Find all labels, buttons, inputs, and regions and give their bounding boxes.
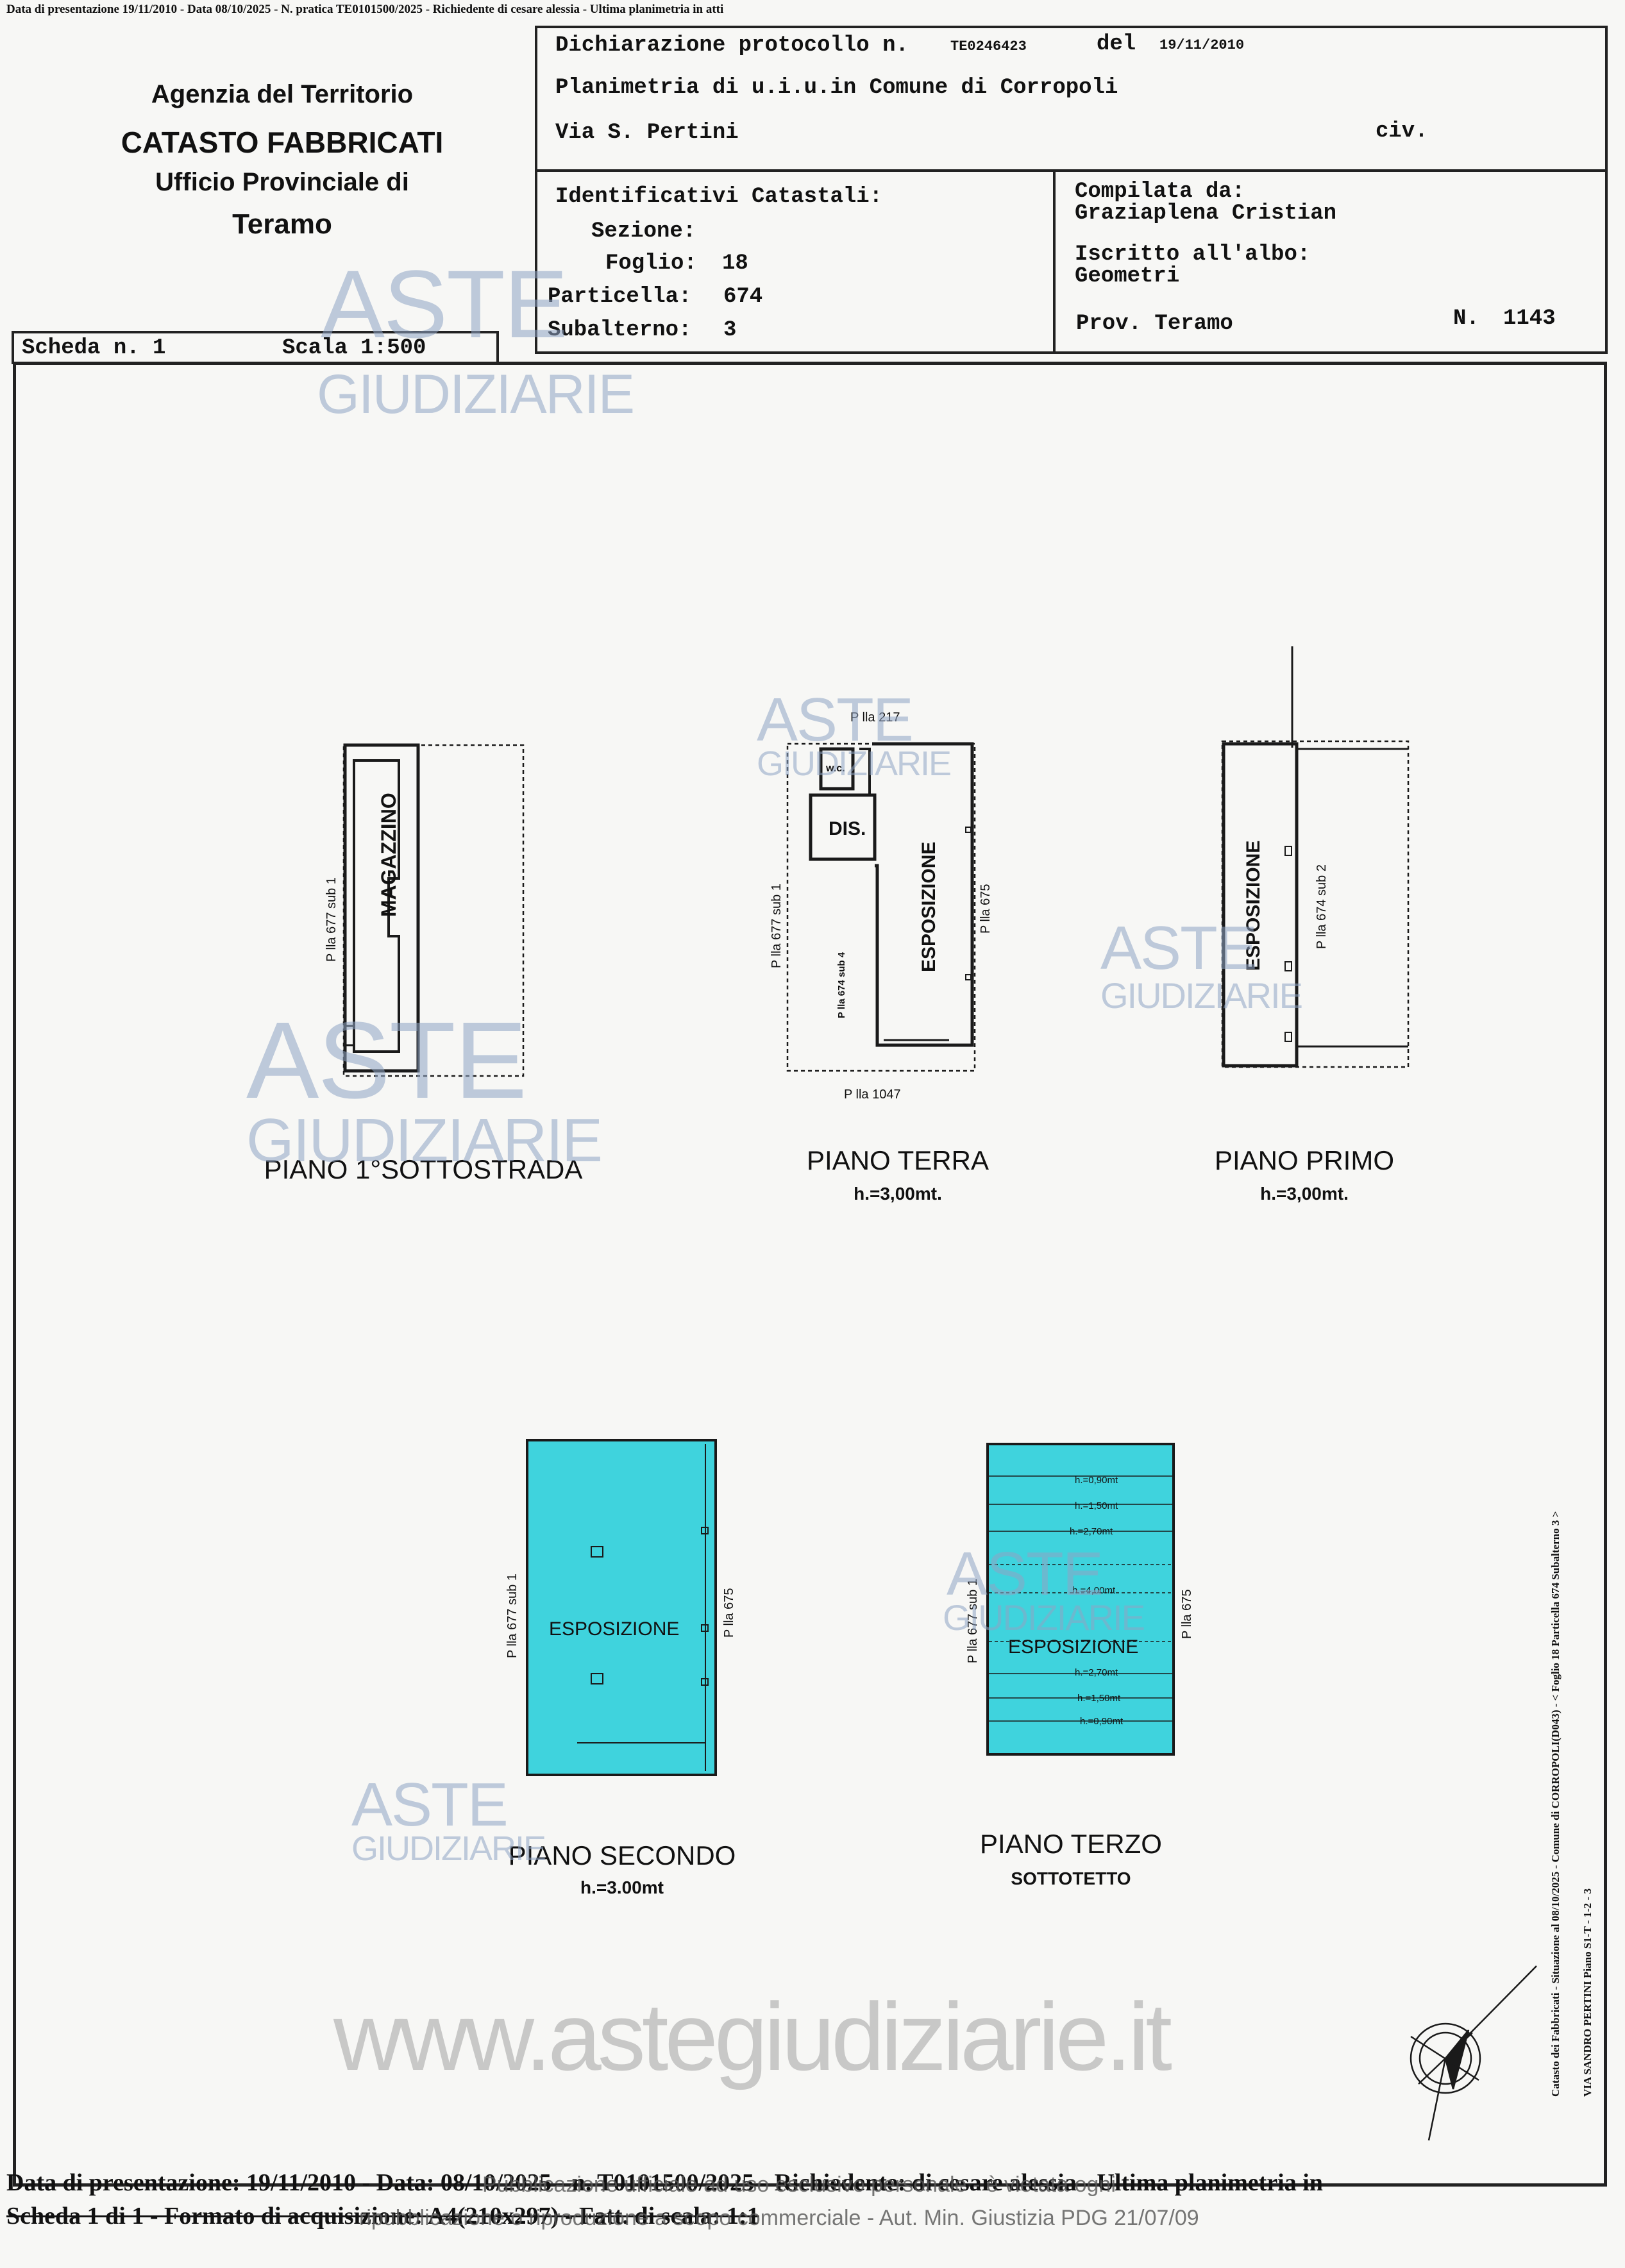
terra-dis: DIS. — [829, 818, 866, 839]
primo-title: PIANO PRIMO — [1214, 1145, 1395, 1175]
terzo-room: ESPOSIZIONE — [1008, 1636, 1139, 1658]
watermark-giudiziarie-5: GIUDIZIARIE — [351, 1829, 546, 1868]
secondo-left-label: P lla 677 sub 1 — [505, 1574, 519, 1658]
terra-top-label: P lla 217 — [850, 710, 900, 725]
sottostrada-room: MAGAZZINO — [377, 793, 400, 917]
terzo-subtitle: SOTTOTETTO — [1011, 1869, 1131, 1888]
protocol-number: TE0246423 — [950, 38, 1027, 55]
plan-terra — [786, 742, 976, 1072]
iscritto-value: Geometri — [1075, 264, 1180, 289]
plan-sottostrada — [342, 743, 525, 1077]
subalterno-value: 3 — [723, 318, 737, 342]
secondo-right-label: P lla 675 — [722, 1588, 736, 1638]
agency-name: Agenzia del Territorio — [151, 80, 414, 108]
prov-label: Prov. Teramo — [1076, 312, 1233, 336]
terzo-height-4: h.=4,00mt — [1072, 1585, 1116, 1596]
terra-inner-label: P lla 674 sub 4 — [836, 952, 847, 1018]
terra-left-label: P lla 677 sub 1 — [770, 884, 784, 968]
secondo-height: h.=3.00mt — [580, 1877, 664, 1897]
n-value: 1143 — [1503, 307, 1556, 331]
terra-right-label: P lla 675 — [979, 884, 993, 934]
terzo-height-7: h.=0,90mt — [1080, 1716, 1124, 1727]
agency-catasto: CATASTO FABBRICATI — [121, 126, 444, 159]
compilata-name: Graziaplena Cristian — [1075, 201, 1337, 226]
agency-office: Ufficio Provinciale di — [155, 168, 409, 196]
particella-label: Particella: — [548, 285, 692, 309]
foglio-value: 18 — [722, 251, 748, 276]
terra-room: ESPOSIZIONE — [918, 841, 939, 972]
terzo-height-3: h.=2,70mt — [1070, 1526, 1113, 1537]
watermark-website: www.astegiudiziarie.it — [333, 1983, 1172, 2090]
compass-icon — [1410, 1965, 1537, 2141]
dichiarazione-label: Dichiarazione protocollo n. — [555, 33, 909, 58]
scala-label: Scala 1:500 — [282, 336, 426, 360]
foglio-label: Foglio: — [605, 251, 697, 276]
subalterno-label: Subalterno: — [548, 318, 692, 342]
civ-label: civ. — [1376, 119, 1428, 144]
terzo-height-2: h.=1,50mt — [1075, 1500, 1118, 1511]
watermark-giudiziarie-4: GIUDIZIARIE — [1100, 975, 1303, 1016]
watermark-aste-5: ASTE — [351, 1770, 509, 1839]
planimetria-line: Planimetria di u.i.u.in Comune di Corrop… — [555, 76, 1118, 100]
del-label: del — [1097, 32, 1136, 56]
footer-line-1: Data di presentazione: 19/11/2010 - Data… — [6, 2169, 1323, 2196]
del-date: 19/11/2010 — [1159, 37, 1245, 53]
secondo-room: ESPOSIZIONE — [549, 1618, 680, 1640]
scheda-label: Scheda n. 1 — [22, 336, 166, 360]
watermark-giudiziarie-6: GIUDIZIARIE — [943, 1597, 1145, 1638]
primo-right-label: P lla 674 sub 2 — [1315, 864, 1329, 949]
primo-height: h.=3,00mt. — [1260, 1184, 1349, 1204]
compilata-label: Compilata da: — [1075, 180, 1245, 204]
top-info-line: Data di presentazione 19/11/2010 - Data … — [6, 3, 724, 16]
terra-bottom-label: P lla 1047 — [844, 1088, 901, 1102]
terra-wc: w.c. — [826, 763, 845, 774]
watermark-aste-4: ASTE — [1100, 914, 1258, 982]
address-line: Via S. Pertini — [555, 121, 739, 145]
watermark-giudiziarie-1: GIUDIZIARIE — [317, 364, 635, 425]
identificativi-label: Identificativi Catastali: — [555, 185, 883, 209]
side-address-text: VIA SANDRO PERTINI Piano S1-T - 1-2 - 3 — [1581, 1888, 1594, 2097]
sottostrada-title: PIANO 1°SOTTOSTRADA — [264, 1154, 583, 1184]
terzo-height-6: h.=1,50mt — [1077, 1693, 1121, 1704]
sottostrada-left-label: P lla 677 sub 1 — [324, 877, 339, 962]
side-catasto-text: Catasto dei Fabbricati - Situazione al 0… — [1549, 1511, 1562, 2097]
watermark-giudiziarie-2: GIUDIZIARIE — [246, 1106, 603, 1175]
watermark-aste-2: ASTE — [246, 1000, 527, 1121]
footer-overlay-1: Pubblicazione ufficiale ad uso esclusivo… — [482, 2172, 1116, 2197]
watermark-aste-6: ASTE — [947, 1540, 1104, 1608]
footer-line-2: Scheda 1 di 1 - Formato di acquisizione:… — [6, 2203, 759, 2230]
watermark-giudiziarie-3: GIUDIZIARIE — [757, 744, 952, 783]
terzo-height-1: h.=0,90mt — [1075, 1475, 1118, 1486]
plan-primo — [1221, 646, 1410, 1068]
watermark-aste-3: ASTE — [757, 685, 914, 754]
plan-secondo — [526, 1439, 717, 1776]
watermark-aste-1: ASTE — [321, 250, 568, 358]
plan-terzo — [986, 1443, 1175, 1756]
particella-value: 674 — [723, 285, 763, 309]
terzo-height-5: h.=2,70mt — [1075, 1667, 1118, 1678]
footer-overlay-2: ripubblicazione o riproduzione a scopo c… — [359, 2206, 1199, 2230]
terra-height: h.=3,00mt. — [854, 1184, 942, 1204]
terzo-title: PIANO TERZO — [980, 1829, 1162, 1859]
iscritto-label: Iscritto all'albo: — [1075, 242, 1311, 267]
agency-province: Teramo — [232, 208, 332, 240]
drawing-frame — [13, 362, 1607, 2187]
secondo-title: PIANO SECONDO — [508, 1840, 736, 1870]
sezione-label: Sezione: — [591, 219, 696, 244]
terra-title: PIANO TERRA — [807, 1145, 989, 1175]
terzo-right-label: P lla 675 — [1180, 1589, 1194, 1639]
n-label: N. — [1453, 307, 1479, 331]
compilata-box — [1053, 169, 1608, 354]
